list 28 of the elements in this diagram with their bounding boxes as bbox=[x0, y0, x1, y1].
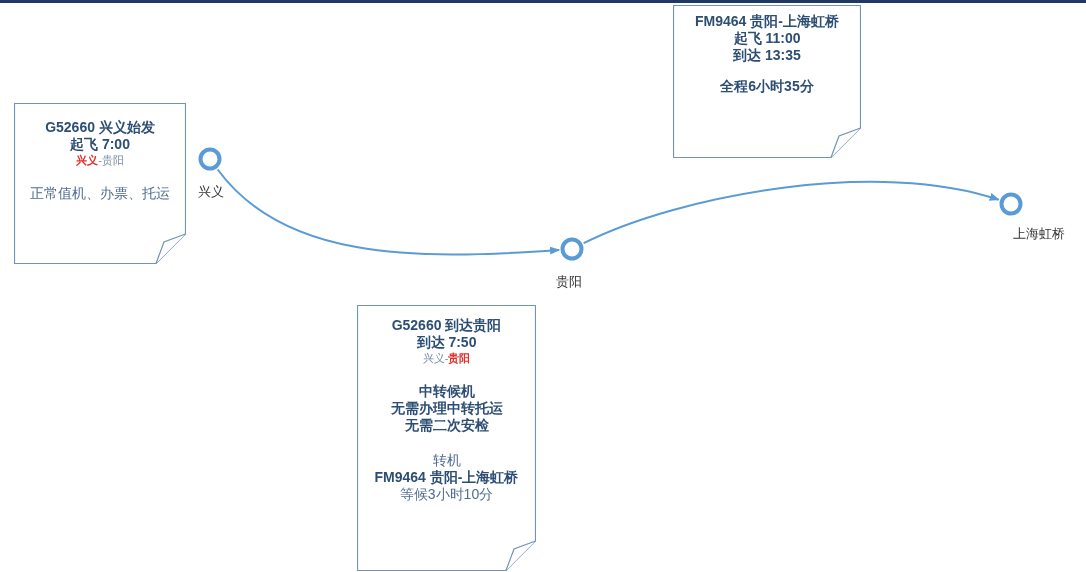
note-text: FM9464 贵阳-上海虹桥 bbox=[374, 469, 519, 486]
note-text: 全程6小时35分 bbox=[720, 78, 814, 95]
note-text: 到达 7:50 bbox=[416, 334, 477, 351]
flight-arrow bbox=[582, 181, 1000, 245]
airport-circle bbox=[198, 147, 222, 171]
airport-circle bbox=[560, 237, 584, 261]
route-text: 兴义-贵阳 bbox=[76, 153, 124, 167]
note-text: 无需二次安检 bbox=[404, 417, 489, 434]
note-card bbox=[14, 103, 186, 264]
flight-heading: G52660 到达贵阳 bbox=[391, 317, 502, 334]
flight-arrow bbox=[216, 168, 561, 256]
note-text: 等候3小时10分 bbox=[399, 486, 494, 503]
note-card bbox=[357, 305, 536, 571]
note-text: 起飞 7:00 bbox=[70, 136, 130, 153]
city-label: 兴义 bbox=[198, 183, 224, 201]
route-text: 兴义-贵阳 bbox=[422, 351, 471, 365]
note-text: 正常值机、办票、托运 bbox=[30, 185, 170, 202]
note-text: 无需办理中转托运 bbox=[390, 400, 503, 417]
note-text: 起飞 11:00 bbox=[733, 30, 801, 47]
city-label: 上海虹桥 bbox=[1013, 225, 1065, 243]
city-label: 贵阳 bbox=[556, 273, 582, 291]
note-text: 到达 13:35 bbox=[733, 47, 801, 64]
note-text: 转机 bbox=[432, 452, 461, 469]
flight-heading: G52660 兴义始发 bbox=[45, 119, 155, 136]
airport-circle bbox=[999, 192, 1023, 216]
note-text: 中转候机 bbox=[418, 383, 475, 400]
flight-heading: FM9464 贵阳-上海虹桥 bbox=[695, 13, 839, 30]
note-card bbox=[673, 5, 861, 158]
